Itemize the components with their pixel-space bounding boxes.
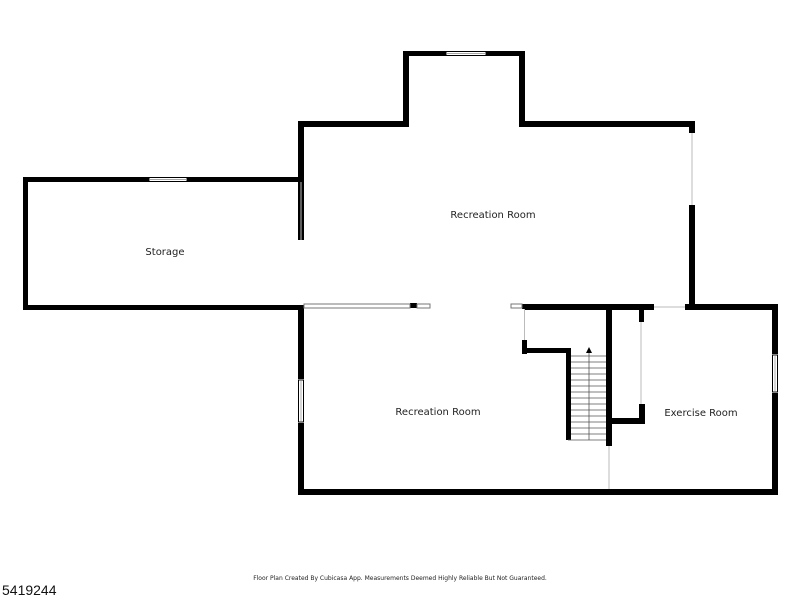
room-label-recreation-lower: Recreation Room <box>395 407 480 418</box>
wall-bay-right <box>519 51 525 127</box>
wall-top-right <box>519 121 695 127</box>
partition-stair-stub <box>510 303 523 309</box>
wall-exercise-top-right <box>685 304 778 310</box>
wall-stair-top <box>522 348 570 353</box>
wall-upper-right-bottom <box>689 205 695 310</box>
wall-exercise-right-upper <box>772 304 778 354</box>
wall-storage-bottom <box>23 305 303 310</box>
wall-closet-bottom <box>606 418 644 424</box>
wall-bottom <box>298 489 778 495</box>
footer-disclaimer: Floor Plan Created By Cubicasa App. Meas… <box>253 575 547 582</box>
wall-divider-stub-left <box>410 303 417 308</box>
wall-main-left-lower <box>298 423 304 495</box>
wall-stair-left-stub <box>522 340 527 354</box>
wall-stair-right <box>606 306 612 446</box>
wall-exercise-top-left <box>524 304 654 310</box>
room-label-recreation-upper: Recreation Room <box>450 210 535 221</box>
wall-stair-left <box>566 348 571 440</box>
partition-rec-divider-right <box>416 303 431 309</box>
wall-stair-top-stub <box>522 304 528 309</box>
wall-closet-stub <box>639 310 644 322</box>
wall-storage-left <box>23 177 28 310</box>
windows <box>148 51 778 423</box>
wall-main-left-mid <box>298 305 304 379</box>
wall-closet-right <box>639 404 645 424</box>
wall-top-left <box>298 121 408 127</box>
room-label-storage: Storage <box>145 247 184 258</box>
openings <box>300 133 693 489</box>
room-label-exercise: Exercise Room <box>664 408 737 419</box>
wall-main-left-upper <box>298 121 304 240</box>
walls <box>23 51 778 495</box>
partition-rec-divider <box>303 303 411 309</box>
wall-upper-right-top <box>689 121 695 133</box>
stair-arrow-icon <box>586 347 592 353</box>
wall-bay-left <box>403 51 409 127</box>
stairs <box>568 347 606 441</box>
wall-exercise-right-lower <box>772 393 778 495</box>
listing-id: 5419244 <box>2 582 57 598</box>
